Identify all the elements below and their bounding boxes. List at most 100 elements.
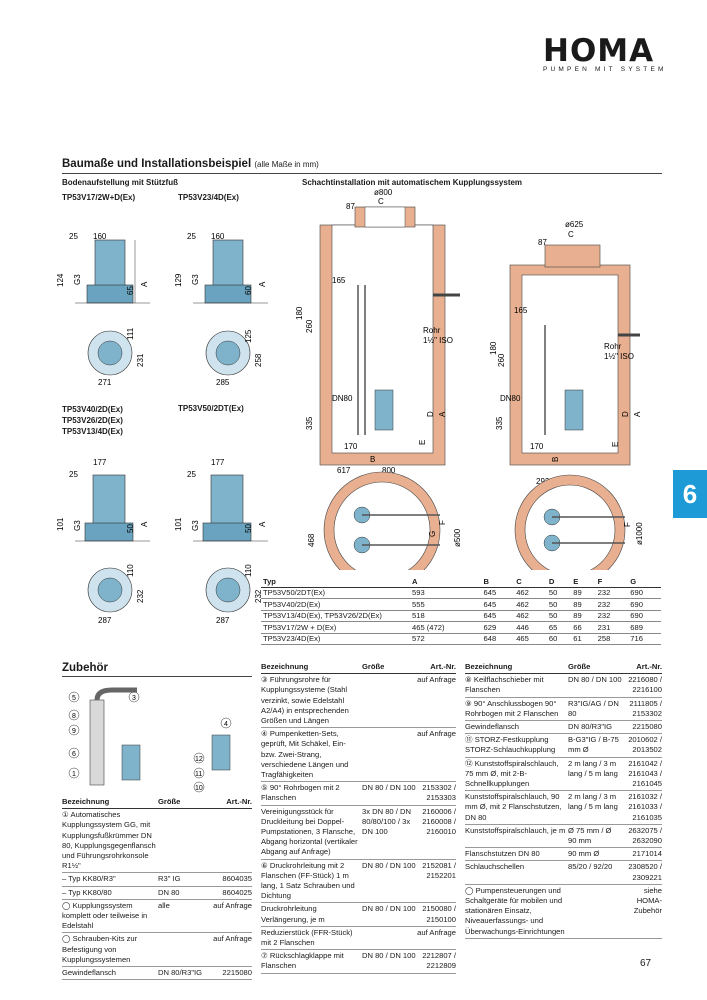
accessories-divider bbox=[62, 676, 252, 677]
accessory-artnr: 2212807 / 2212809 bbox=[422, 951, 456, 971]
accessory-artnr: 2161032 / 2161033 / 2161035 bbox=[628, 792, 662, 822]
dim-label: 129 bbox=[174, 273, 183, 287]
accessory-size bbox=[362, 928, 416, 948]
callout-number: 6 bbox=[72, 751, 76, 758]
accessory-row: ◯ Kupplungssystem komplett oder teilweis… bbox=[62, 900, 252, 934]
dim-label: 285 bbox=[216, 378, 230, 387]
table-cell: 518 bbox=[410, 610, 482, 622]
accessory-size bbox=[362, 675, 416, 726]
dim-label: 335 bbox=[495, 416, 504, 430]
chapter-tab: 6 bbox=[673, 470, 707, 518]
dim-label: A bbox=[140, 281, 149, 287]
dim-label: 165 bbox=[332, 276, 346, 285]
table-cell: TP53V13/4D(Ex), TP53V26/2D(Ex) bbox=[261, 610, 410, 622]
accessory-artnr: 2161042 / 2161043 / 2161045 bbox=[628, 758, 662, 789]
table-header: D bbox=[546, 576, 572, 588]
accessory-size: alle bbox=[158, 900, 170, 910]
accessory-size: B-G3"IG / B-75 mm Ø bbox=[568, 735, 619, 755]
callout-number: 3 bbox=[132, 695, 136, 702]
accessory-artnr: auf Anfrage bbox=[417, 675, 456, 685]
dim-label: 232 bbox=[136, 589, 145, 603]
dim-label: D bbox=[426, 411, 435, 417]
accessory-size: DN 80 / DN 100 bbox=[362, 783, 416, 793]
accessory-artnr: 2308520 / 2309221 bbox=[628, 862, 662, 882]
header-name: Bezeichnung bbox=[62, 797, 110, 806]
dim-label: 101 bbox=[56, 517, 65, 531]
header-artnr: Art.-Nr. bbox=[226, 797, 252, 806]
table-cell: 61 bbox=[571, 633, 596, 645]
table-cell: 231 bbox=[595, 621, 629, 634]
table-cell: 593 bbox=[410, 587, 482, 599]
column-header: Bezeichnung Größe Art.-Nr. bbox=[261, 662, 456, 675]
table-cell: 232 bbox=[595, 587, 629, 599]
dim-label: 271 bbox=[98, 378, 112, 387]
table-cell: 89 bbox=[571, 610, 596, 622]
header-name: Bezeichnung bbox=[261, 662, 309, 671]
dim-label: 287 bbox=[98, 616, 112, 625]
dim-label: 87 bbox=[538, 238, 547, 247]
accessory-artnr: 2111805 / 2153302 bbox=[629, 698, 662, 718]
dim-label: DN80 bbox=[500, 394, 521, 403]
table-cell: 690 bbox=[628, 598, 661, 611]
dim-label: 60 bbox=[244, 286, 253, 295]
accessory-name: ◯ Schrauben-Kits zur Befestigung von Kup… bbox=[62, 934, 138, 964]
accessory-artnr: 2150080 / 2150100 bbox=[422, 904, 456, 924]
accessory-size: R3"IG/AG / DN 80 bbox=[568, 698, 619, 718]
accessory-name: ④ Pumpenketten-Sets, geprüft, Mit Schäke… bbox=[261, 729, 349, 780]
dim-label: F bbox=[438, 520, 447, 525]
dim-label: 617 bbox=[337, 466, 351, 475]
section-divider bbox=[62, 173, 662, 174]
dim-label: 287 bbox=[216, 616, 230, 625]
accessory-name: – Typ KK80/80 bbox=[62, 887, 112, 897]
table-cell: 50 bbox=[546, 610, 572, 622]
dim-label: B bbox=[551, 457, 560, 462]
dim-label: A bbox=[258, 281, 267, 287]
dim-label: 800 bbox=[382, 466, 396, 475]
accessory-name: ③ Führungsrohre für Kupplungssysteme (St… bbox=[261, 675, 349, 726]
dim-label: 165 bbox=[514, 306, 528, 315]
table-cell: 629 bbox=[481, 621, 515, 634]
dim-label: 260 bbox=[497, 353, 506, 367]
table-cell: 645 bbox=[481, 610, 515, 622]
accessory-size: DN 80/R3"IG bbox=[568, 722, 613, 732]
accessory-artnr: 2215080 bbox=[222, 968, 252, 978]
header-name: Bezeichnung bbox=[465, 662, 513, 671]
right-subtitle: Schachtinstallation mit automatischem Ku… bbox=[302, 178, 523, 187]
accessory-row: ⑫ Kunststoffspiralschlauch, 75 mm Ø, mit… bbox=[465, 758, 662, 792]
table-cell: 645 bbox=[481, 598, 515, 611]
accessory-size bbox=[158, 934, 212, 965]
accessory-artnr: 2010602 / 2013502 bbox=[628, 735, 662, 755]
accessory-artnr: 2152081 / 2152201 bbox=[422, 860, 456, 880]
pump-drawings-top: 25 160 124 G3 65 A 111 231 271 25 160 12… bbox=[56, 232, 268, 387]
type-label-2: TP53V23/4D(Ex) bbox=[178, 193, 239, 202]
dim-label: 180 bbox=[489, 341, 498, 355]
shaft-drawings: ø800 C 87 165 180 260 Rohr 1½" ISO DN80 … bbox=[295, 188, 644, 570]
type-label-group: TP53V40/2D(Ex) TP53V26/2D(Ex) TP53V13/4D… bbox=[62, 404, 123, 437]
table-cell: 465 (472) bbox=[410, 621, 482, 634]
dim-label: E bbox=[418, 440, 427, 445]
accessory-name: Kunststoffspiralschlauch, je m bbox=[465, 825, 566, 835]
accessory-size: DN 80 / DN 100 bbox=[568, 675, 622, 685]
accessory-name: Schlauchschellen bbox=[465, 862, 525, 872]
accessory-size: Ø 75 mm / Ø 90 mm bbox=[568, 825, 612, 846]
accessory-row: Vereinigungsstück für Druckleitung bei D… bbox=[261, 806, 456, 860]
callout-number: 5 bbox=[72, 695, 76, 702]
callout-number: 12 bbox=[195, 756, 203, 763]
header-size: Größe bbox=[362, 662, 385, 671]
table-cell: 446 bbox=[514, 621, 547, 634]
table-cell: 690 bbox=[628, 610, 661, 622]
logo-word: HOMA bbox=[543, 33, 655, 69]
accessory-name: Reduzierstück (FFR-Stück) mit 2 Flansche… bbox=[261, 927, 353, 948]
homa-logo: HOMA PUMPEN MIT SYSTEM bbox=[543, 33, 663, 78]
dim-label: A bbox=[258, 521, 267, 527]
dim-label: 292 bbox=[536, 477, 550, 486]
table-cell: 645 bbox=[481, 587, 515, 599]
